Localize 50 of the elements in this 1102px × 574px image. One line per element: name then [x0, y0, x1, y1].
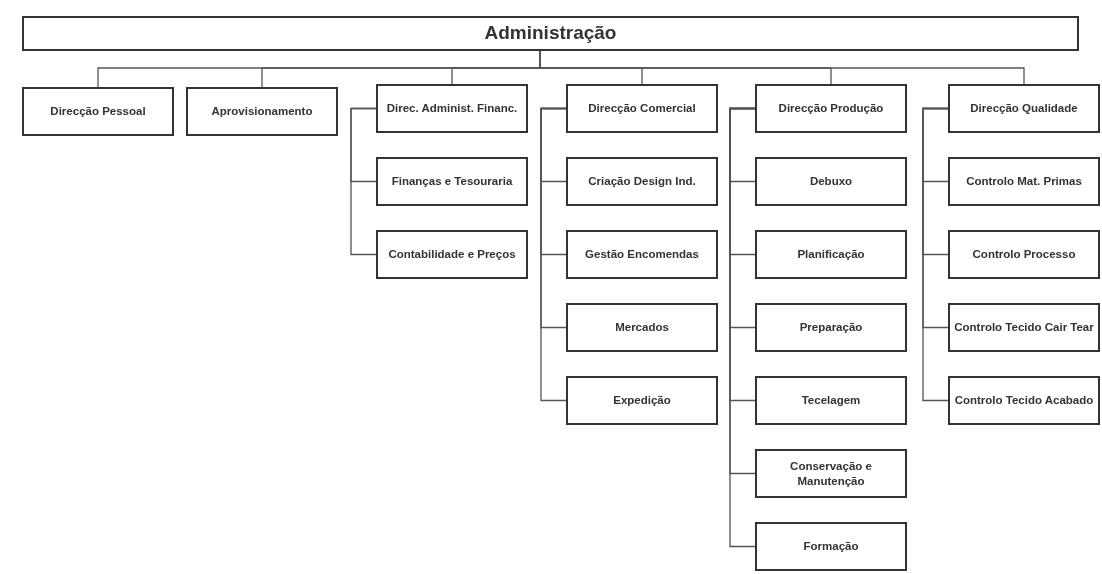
- connector-line: [729, 107, 756, 548]
- unit-name: Controlo Mat. Primas: [966, 174, 1082, 189]
- unit-box: [948, 230, 1100, 279]
- unit-box: [566, 230, 718, 279]
- unit-box: [566, 157, 718, 206]
- connector-line: [922, 107, 949, 402]
- unit-box: [948, 84, 1100, 133]
- connector-line: [540, 107, 567, 402]
- unit-name: Formação: [803, 539, 859, 554]
- unit-name: Finanças e Tesouraria: [391, 174, 513, 189]
- unit-box: [948, 303, 1100, 352]
- connector-line: [350, 107, 377, 256]
- unit-name: Aprovisionamento: [211, 104, 313, 119]
- unit-name: Direcção Qualidade: [970, 101, 1078, 116]
- unit-box: [755, 230, 907, 279]
- unit-name: Expedição: [613, 393, 671, 408]
- unit-box: [755, 449, 907, 498]
- unit-name: Direcção Pessoal: [50, 104, 146, 119]
- unit-name: Mercados: [615, 320, 669, 335]
- unit-name: Controlo Tecido Acabado: [954, 393, 1094, 408]
- top-box: [22, 16, 1079, 51]
- unit-name: Tecelagem: [801, 393, 861, 408]
- unit-box: [376, 230, 528, 279]
- unit-box: [948, 376, 1100, 425]
- unit-box: [376, 84, 528, 133]
- unit-name: Administração: [484, 21, 617, 46]
- unit-name: Controlo Tecido Cair Tear: [954, 320, 1094, 335]
- unit-box: [948, 157, 1100, 206]
- unit-name: Controlo Processo: [972, 247, 1076, 262]
- unit-name: Gestão Encomendas: [585, 247, 699, 262]
- unit-name: Criação Design Ind.: [588, 174, 696, 189]
- unit-name: Direcção Comercial: [588, 101, 696, 116]
- unit-box: [566, 303, 718, 352]
- unit-box: [755, 522, 907, 571]
- unit-name: Planificação: [797, 247, 865, 262]
- unit-box: [755, 376, 907, 425]
- unit-box: [755, 157, 907, 206]
- unit-name: Preparação: [799, 320, 863, 335]
- unit-box: [186, 87, 338, 136]
- unit-box: [22, 87, 174, 136]
- unit-name: Contabilidade e Preços: [388, 247, 516, 262]
- unit-box: [566, 84, 718, 133]
- unit-box: [566, 376, 718, 425]
- unit-box: [755, 303, 907, 352]
- unit-name: Debuxo: [809, 174, 853, 189]
- unit-name: Conservação e Manutenção: [789, 458, 873, 489]
- unit-name: Direc. Administ. Financ.: [386, 101, 518, 116]
- unit-name: Direcção Produção: [778, 101, 884, 116]
- unit-box: [376, 157, 528, 206]
- unit-box: [755, 84, 907, 133]
